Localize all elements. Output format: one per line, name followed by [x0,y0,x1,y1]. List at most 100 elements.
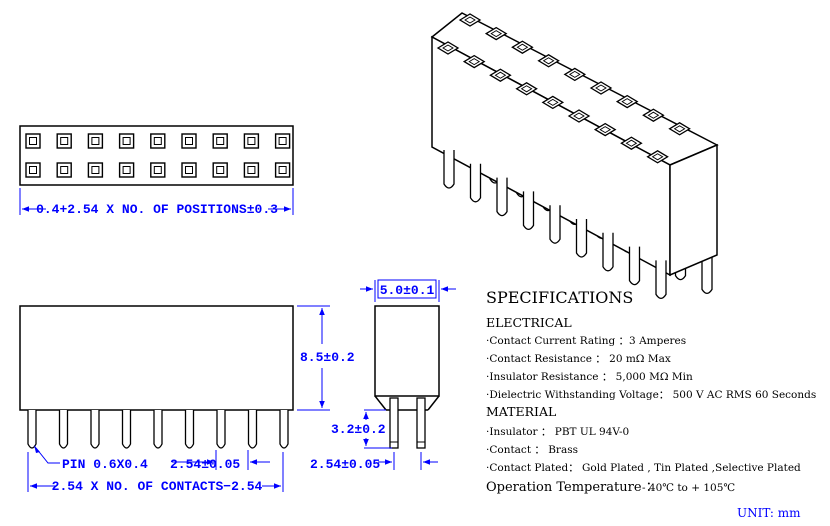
front-pin [216,410,226,449]
iso-contact-hole-inner [468,58,481,66]
iso-pin [628,246,641,286]
unit-label: UNIT: mm [737,506,801,520]
iso-contact-hole [646,150,669,164]
specifications-block: SPECIFICATIONS ELECTRICAL ·Contact Curre… [486,288,816,520]
contact-hole [56,162,72,178]
contact-hole-inner [278,166,287,174]
top-view-contact-holes [25,133,291,178]
iso-contact-hole-inner [568,70,581,78]
iso-contact-hole [462,54,486,69]
operation-temperature-value: - 40℃ to + 105℃ [642,482,735,494]
iso-contact-hole-inner [647,111,660,119]
contact-hole [212,133,228,149]
iso-contact-hole [589,81,613,95]
iso-contact-hole-inner [595,84,607,92]
iso-contact-hole [489,68,512,82]
iso-contact-hole [537,54,560,68]
iso-contact-hole [620,136,643,150]
contact-hole [212,162,228,178]
contact-hole [274,162,291,178]
iso-contact-hole-inner [442,44,454,52]
front-pin [58,410,69,449]
front-pin [247,410,258,449]
spec-contact-plating: ·Contact Plated： Gold Plated , Tin Plate… [486,462,801,474]
front-view: 8.5±0.2 PIN 0.6X0.4 2.54±0.05 2.54 X NO.… [19,305,355,494]
contact-hole [150,133,166,149]
front-pin [27,410,37,449]
iso-pin [443,150,455,189]
iso-pin [575,219,588,258]
electrical-heading: ELECTRICAL [486,315,572,330]
contact-hole [181,133,197,149]
iso-contact-hole [484,26,508,41]
contact-hole [118,162,135,178]
iso-contact-hole [458,13,482,27]
iso-contact-hole [668,122,691,136]
pin-size-label: PIN 0.6X0.4 [62,457,148,472]
spec-insulator-resistance: ·Insulator Resistance ： 5,000 MΩ Min [486,371,693,383]
contacts-length-dimension: 2.54 X NO. OF CONTACTS−2.54 [52,479,263,494]
contact-hole-inner [60,166,69,174]
iso-contact-hole [511,40,534,54]
iso-pin [655,260,667,300]
contact-hole-inner [29,137,37,145]
contact-hole [87,162,104,178]
iso-contact-hole-inner [573,112,585,120]
pin-length-dimension: 3.2±0.2 [331,422,386,437]
iso-contact-hole-inner [494,71,507,79]
contact-hole [87,133,104,149]
front-view-pins [27,410,289,449]
contact-hole [25,133,41,149]
front-pin [153,410,163,449]
iso-pin [602,232,614,272]
iso-contact-hole [541,95,565,110]
contact-hole [150,162,166,178]
contact-hole [181,162,197,178]
iso-contact-hole [563,67,587,82]
iso-pin [496,177,508,217]
row-pitch-dimension: 2.54±0.05 [310,457,380,472]
contact-hole [243,133,260,149]
contact-hole-inner [60,137,69,145]
iso-contact-hole-inner [651,153,664,161]
contact-hole [118,133,135,149]
iso-contact-hole-inner [464,16,476,24]
depth-dimension: 5.0±0.1 [380,283,435,298]
iso-contact-hole [436,41,460,55]
contact-hole [25,162,41,178]
material-heading: MATERIAL [486,404,556,419]
iso-contact-hole-inner [599,126,612,134]
spec-insulator-material: ·Insulator ： PBT UL 94V-0 [486,426,629,438]
iso-contact-hole-inner [621,98,634,106]
iso-pins-front-row [443,150,667,300]
iso-contact-hole-inner [546,98,559,106]
contact-hole-inner [185,137,193,145]
iso-pin [469,163,482,203]
top-view: 0.4+2.54 X NO. OF POSITIONS±0.3 [19,125,294,217]
iso-contact-hole-inner [625,139,638,147]
contact-hole [243,162,260,178]
iso-contact-hole [615,94,639,109]
spec-contact-material: ·Contact ： Brass [486,444,578,456]
contact-hole-inner [153,137,162,145]
side-view: 5.0±0.1 3.2±0.2 2.54±0.05 [310,279,456,472]
contact-hole-inner [247,137,256,145]
iso-pin [701,255,713,295]
spec-title: SPECIFICATIONS [486,288,633,307]
iso-contact-hole [567,109,591,123]
iso-contact-holes [436,13,691,164]
contact-hole-inner [185,166,193,174]
spec-current-rating: ·Contact Current Rating ：3 Amperes [486,335,686,347]
iso-contact-hole-inner [542,57,555,65]
iso-pin [549,205,561,244]
contact-hole-inner [216,137,225,145]
front-pin [184,410,195,449]
contact-hole-inner [122,137,131,145]
contact-hole [274,133,291,149]
pitch-dimension: 2.54±0.05 [170,457,240,472]
spec-dielectric-voltage: ·Dielectric Withstanding Voltage： 500 V … [486,389,816,401]
top-width-dimension: 0.4+2.54 X NO. OF POSITIONS±0.3 [36,202,278,217]
contact-hole-inner [122,166,131,174]
contact-hole [56,133,72,149]
